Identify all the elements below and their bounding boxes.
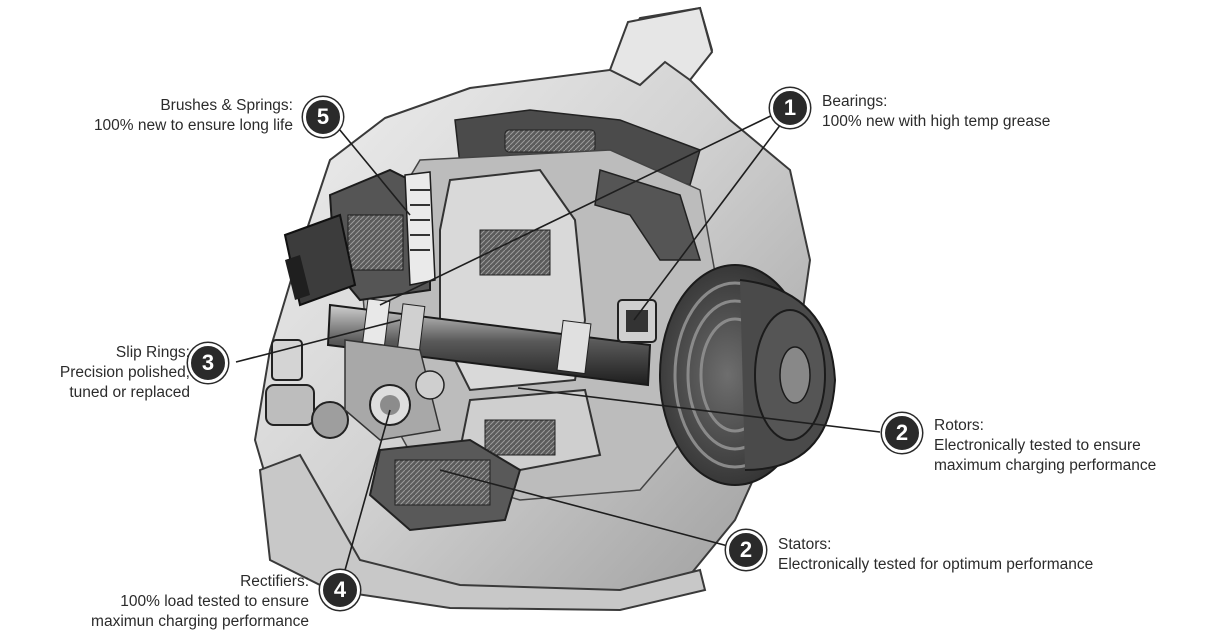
callout-title: Brushes & Springs:	[160, 97, 293, 114]
callout-label-stators: Stators: Electronically tested for optim…	[778, 535, 1093, 575]
callout-description: 100% new to ensure long life	[93, 117, 293, 134]
callout-description: 100% new with high temp grease	[822, 113, 1051, 130]
callout-badge-brushes-springs: 5	[303, 97, 343, 137]
callout-label-brushes-springs: Brushes & Springs: 100% new to ensure lo…	[94, 96, 293, 136]
rotor-shaft	[326, 298, 652, 387]
drive-pulley	[659, 264, 837, 486]
callout-title: Rectifiers:	[240, 573, 309, 590]
callout-description: Electronically tested to ensure	[934, 437, 1141, 454]
callout-label-rectifiers: Rectifiers: 100% load tested to ensure m…	[91, 572, 309, 632]
terminal-bolt	[265, 339, 349, 439]
connector-plug	[283, 213, 357, 307]
callout-description: 100% load tested to ensure	[120, 593, 309, 610]
leader-lines	[235, 109, 881, 589]
callout-badge-rectifiers: 4	[320, 570, 360, 610]
callout-title: Bearings:	[822, 93, 888, 110]
callout-title: Stators:	[778, 536, 832, 553]
brush-holder	[328, 168, 436, 302]
callout-title: Rotors:	[934, 417, 984, 434]
callout-badge-rotors: 2	[882, 413, 922, 453]
callout-description: Precision polished,	[59, 364, 190, 381]
callout-description: Electronically tested for optimum perfor…	[778, 556, 1094, 573]
rectifier-assembly	[344, 339, 445, 441]
callout-description: maximun charging performance	[91, 613, 309, 630]
callout-description: maximum charging performance	[934, 457, 1157, 474]
callout-label-slip-rings: Slip Rings: Precision polished, tuned or…	[60, 343, 190, 403]
callout-label-bearings: Bearings: 100% new with high temp grease	[822, 92, 1050, 132]
callout-label-rotors: Rotors: Electronically tested to ensure …	[934, 416, 1156, 476]
callout-badge-bearings: 1	[770, 88, 810, 128]
callout-badge-stators: 2	[726, 530, 766, 570]
callout-title: Slip Rings:	[115, 344, 190, 361]
callout-badge-slip-rings: 3	[188, 343, 228, 383]
callout-description: tuned or replaced	[69, 384, 190, 401]
stator-assembly	[368, 169, 702, 532]
